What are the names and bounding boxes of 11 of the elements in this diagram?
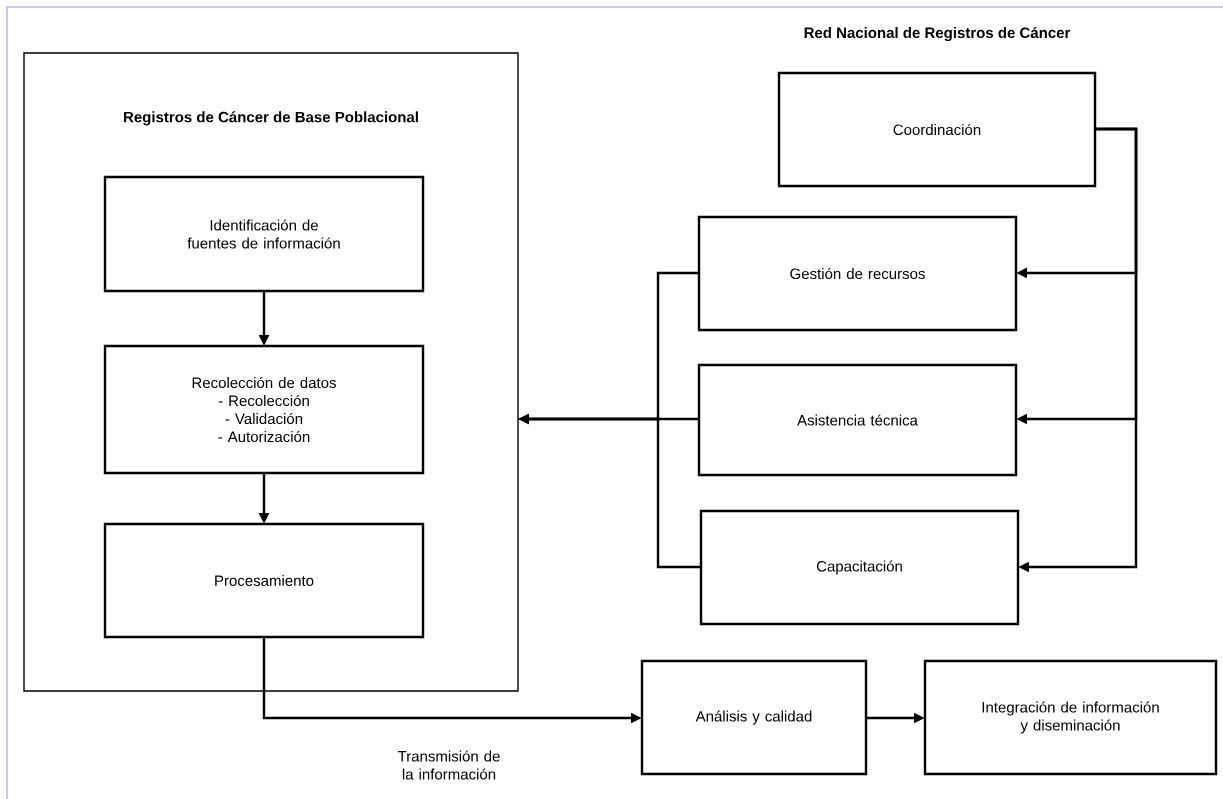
process-box: Asistencia técnica — [697, 363, 1018, 477]
process-box: Coordinación — [777, 71, 1097, 188]
process-box: Identificación de fuentes de información — [103, 175, 425, 293]
edge-label: Transmisión de la información — [397, 750, 500, 780]
process-box: Procesamiento — [103, 522, 425, 639]
process-box: Integración de información y diseminación — [923, 659, 1218, 776]
process-box: Capacitación — [699, 509, 1020, 626]
process-box: Gestión de recursos — [697, 215, 1018, 332]
process-box: Recolección de datos - Recolección - Validación - Autorización — [103, 344, 425, 475]
section-heading: Red Nacional de Registros de Cáncer — [804, 26, 1071, 42]
process-box: Análisis y calidad — [640, 659, 868, 776]
